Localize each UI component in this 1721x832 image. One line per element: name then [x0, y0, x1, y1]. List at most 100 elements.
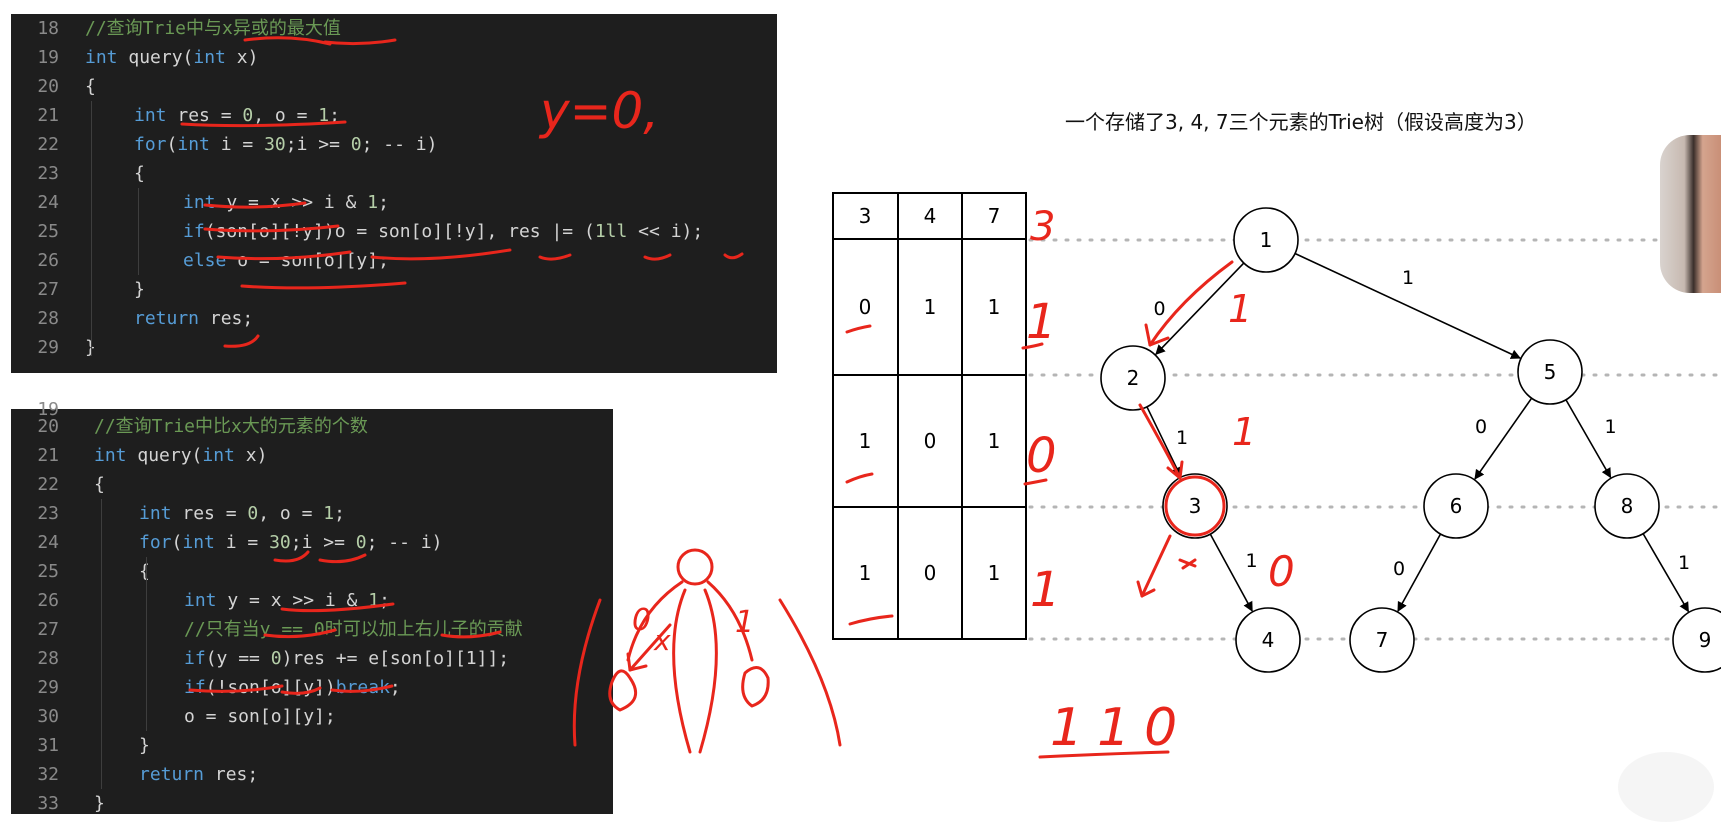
table-cell: 1 — [859, 429, 872, 453]
trie-node-label: 1 — [1260, 228, 1273, 252]
code-token: << i); — [627, 221, 704, 242]
presenter-avatar — [1660, 135, 1721, 293]
diagram-title: 一个存储了3, 4, 7三个元素的Trie树（假设高度为3） — [1065, 110, 1537, 134]
table-header: 4 — [924, 204, 937, 228]
code-token: x) — [234, 445, 268, 466]
line-number: 26 — [37, 250, 59, 271]
table-cell: 0 — [859, 295, 872, 319]
line-number: 24 — [37, 192, 59, 213]
code-token: 0 — [350, 134, 362, 155]
code-token: } — [85, 337, 96, 358]
code-token: x) — [225, 47, 259, 68]
table-cell: 1 — [988, 561, 1001, 585]
code-token: else — [183, 250, 227, 271]
table-header: 7 — [988, 204, 1001, 228]
code-token: { — [134, 163, 145, 184]
trie-node-label: 9 — [1699, 628, 1712, 652]
code-line: 20 //查询Trie中比x大的元素的个数 — [11, 412, 368, 441]
code-line: 18 //查询Trie中与x异或的最大值 — [11, 14, 341, 43]
trie-node-label: 6 — [1450, 494, 1463, 518]
trie-node-label: 5 — [1544, 360, 1557, 384]
code-line: 27} — [11, 275, 145, 304]
line-number: 31 — [37, 735, 59, 756]
code-token: } — [134, 279, 145, 300]
code-token: 1ll — [594, 221, 628, 242]
line-number: 27 — [37, 279, 59, 300]
code-token: int — [184, 590, 217, 611]
code-token: 0 — [242, 105, 254, 126]
code-text: } — [85, 333, 96, 362]
trie-edge — [1397, 533, 1442, 612]
trie-node-label: 2 — [1127, 366, 1140, 390]
code-token: ; — [334, 503, 345, 524]
edge-label: 1 — [1402, 267, 1414, 289]
edge-label: 1 — [1176, 427, 1188, 449]
line-number: 28 — [37, 308, 59, 329]
code-token: int — [134, 105, 167, 126]
code-text: { — [85, 72, 96, 101]
code-text: //查询Trie中比x大的元素的个数 — [94, 412, 368, 441]
partial-line-number: 19 — [37, 399, 59, 420]
line-number: 32 — [37, 764, 59, 785]
trie-node — [1517, 339, 1583, 405]
line-number: 23 — [37, 163, 59, 184]
line-number: 33 — [37, 793, 59, 814]
code-text: } — [134, 275, 145, 304]
code-token: if — [183, 221, 205, 242]
edge-label: 0 — [1153, 298, 1165, 320]
code-text: int res = 0, o = 1; — [139, 499, 345, 528]
code-token: return — [134, 308, 200, 329]
code-text: for(int i = 30;i >= 0; -- i) — [134, 130, 437, 159]
line-number: 20 — [37, 416, 59, 437]
code-token: (y == — [205, 648, 271, 669]
table-cell: 1 — [988, 295, 1001, 319]
code-token: int — [94, 445, 127, 466]
code-token: 0 — [270, 648, 282, 669]
code-token: int — [193, 47, 226, 68]
code-token: //查询Trie中与x异或的最大值 — [85, 18, 341, 39]
code-token: int — [202, 445, 235, 466]
code-text: { — [94, 470, 105, 499]
code-text: { — [139, 557, 150, 586]
code-line: 29} — [11, 333, 96, 362]
edge-label: 1 — [1678, 552, 1690, 574]
code-token: int — [85, 47, 118, 68]
line-number: 18 — [37, 18, 59, 39]
code-token: 30 — [264, 134, 286, 155]
code-token: 1 — [318, 105, 330, 126]
level-guides — [1028, 238, 1721, 641]
code-token: for — [134, 134, 167, 155]
code-token: return — [139, 764, 205, 785]
edge-label: 1 — [1245, 550, 1257, 572]
indent-guide — [146, 557, 147, 731]
trie-node — [1233, 207, 1299, 273]
code-line: 22{ — [11, 470, 105, 499]
table-cell: 0 — [924, 561, 937, 585]
code-text: o = son[o][y]; — [184, 702, 336, 731]
code-text: return res; — [134, 304, 253, 333]
code-text: } — [139, 731, 150, 760]
code-token: int — [139, 503, 172, 524]
indent-guide — [91, 101, 92, 356]
indent-guide — [138, 188, 139, 275]
code-token: } — [94, 793, 105, 814]
code-text: int y = x >> i & 1; — [184, 586, 390, 615]
table-cell: 1 — [924, 295, 937, 319]
code-text: int query(int x) — [94, 441, 267, 470]
code-text: if(y == 0)res += e[son[o][1]]; — [184, 644, 509, 673]
trie-edge — [1155, 262, 1245, 355]
code-line: 33} — [11, 789, 105, 818]
line-number: 22 — [37, 134, 59, 155]
trie-node — [1235, 607, 1301, 673]
line-number: 30 — [37, 706, 59, 727]
table-cell: 1 — [988, 429, 1001, 453]
code-token: ; — [389, 677, 401, 698]
trie-node — [1100, 345, 1166, 411]
